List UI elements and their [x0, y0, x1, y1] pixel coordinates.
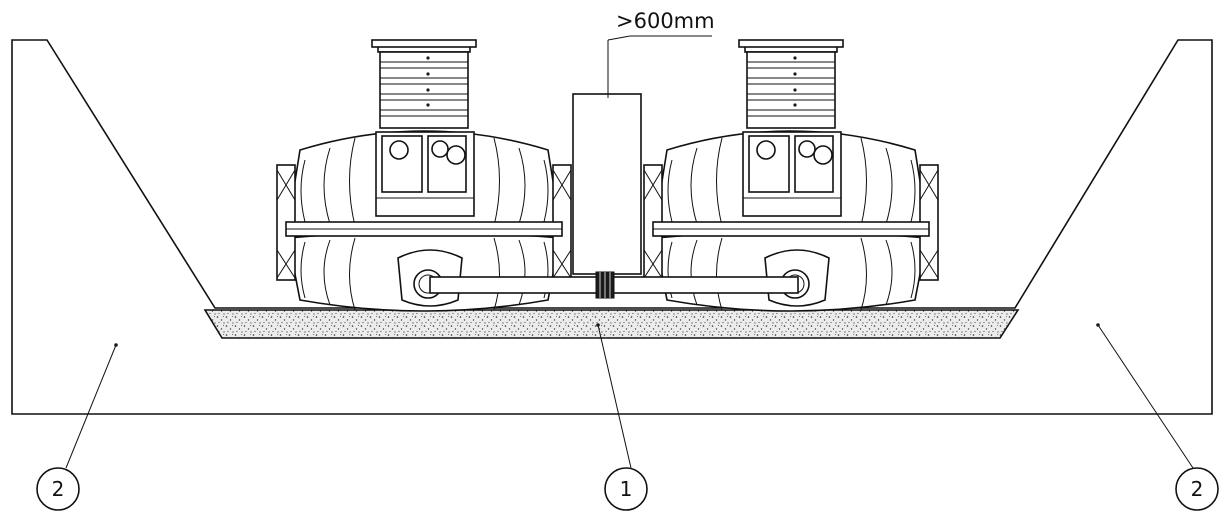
- excavation-outline: [11, 39, 1213, 415]
- callout-right: 2: [1175, 467, 1219, 511]
- gravel-bedding: [203, 309, 1020, 339]
- dimension-annotation: >600mm: [573, 9, 715, 98]
- callout-number: 2: [52, 477, 65, 501]
- callout-number: 2: [1191, 477, 1204, 501]
- connecting-pipe: [429, 271, 799, 299]
- callout-left: 2: [36, 467, 80, 511]
- callout-number: 1: [620, 477, 633, 501]
- callout-center: 1: [604, 467, 648, 511]
- right-tank: [643, 39, 939, 312]
- left-tank: [276, 39, 572, 312]
- leader-lines: [65, 323, 1194, 469]
- separation-column: [572, 93, 642, 275]
- dimension-label: >600mm: [616, 9, 715, 33]
